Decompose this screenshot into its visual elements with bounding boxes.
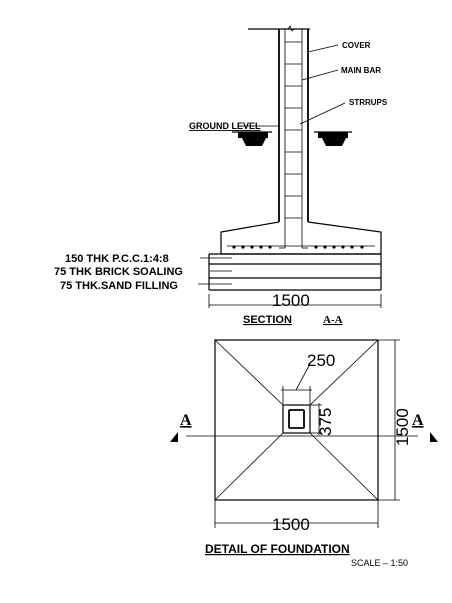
section-width-dim: 1500 <box>272 291 310 310</box>
section-arrow-right <box>430 432 438 442</box>
footing-plan-outline <box>214 339 379 501</box>
stirrups-label: STRRUPS <box>349 98 388 107</box>
section-title: SECTION <box>243 314 292 326</box>
ground-level-hatch-left <box>232 131 272 146</box>
layer-sand-label: 75 THK.SAND FILLING <box>60 280 178 292</box>
ground-level-label: GROUND LEVEL <box>189 121 261 131</box>
plan-view <box>170 339 438 528</box>
layer-brick-label: 75 THK BRICK SOALING <box>54 266 183 278</box>
scale-label: SCALE – 1:50 <box>351 558 408 568</box>
column-width-dim: 250 <box>307 351 335 370</box>
section-arrow-left <box>170 432 178 442</box>
section-view <box>198 25 382 308</box>
bottom-bars <box>232 245 364 249</box>
stirrups-lines <box>285 41 302 219</box>
layer-pcc-label: 150 THK P.C.C.1:4:8 <box>65 253 169 265</box>
column-plan <box>282 404 311 434</box>
cover-label: COVER <box>342 41 371 50</box>
plan-height-dim: 1500 <box>393 408 412 446</box>
footing-outline <box>220 221 382 254</box>
column-reinforcement-plan <box>288 409 305 429</box>
main-bar-label: MAIN BAR <box>341 66 381 75</box>
ground-level-hatch-right <box>314 131 352 146</box>
section-title-ref: A-A <box>323 314 343 326</box>
plan-title: DETAIL OF FOUNDATION <box>205 542 350 556</box>
section-marker-right: A <box>412 412 424 429</box>
column-depth-dim: 375 <box>316 408 335 436</box>
section-marker-left: A <box>180 412 192 429</box>
plan-width-dim: 1500 <box>272 515 310 534</box>
